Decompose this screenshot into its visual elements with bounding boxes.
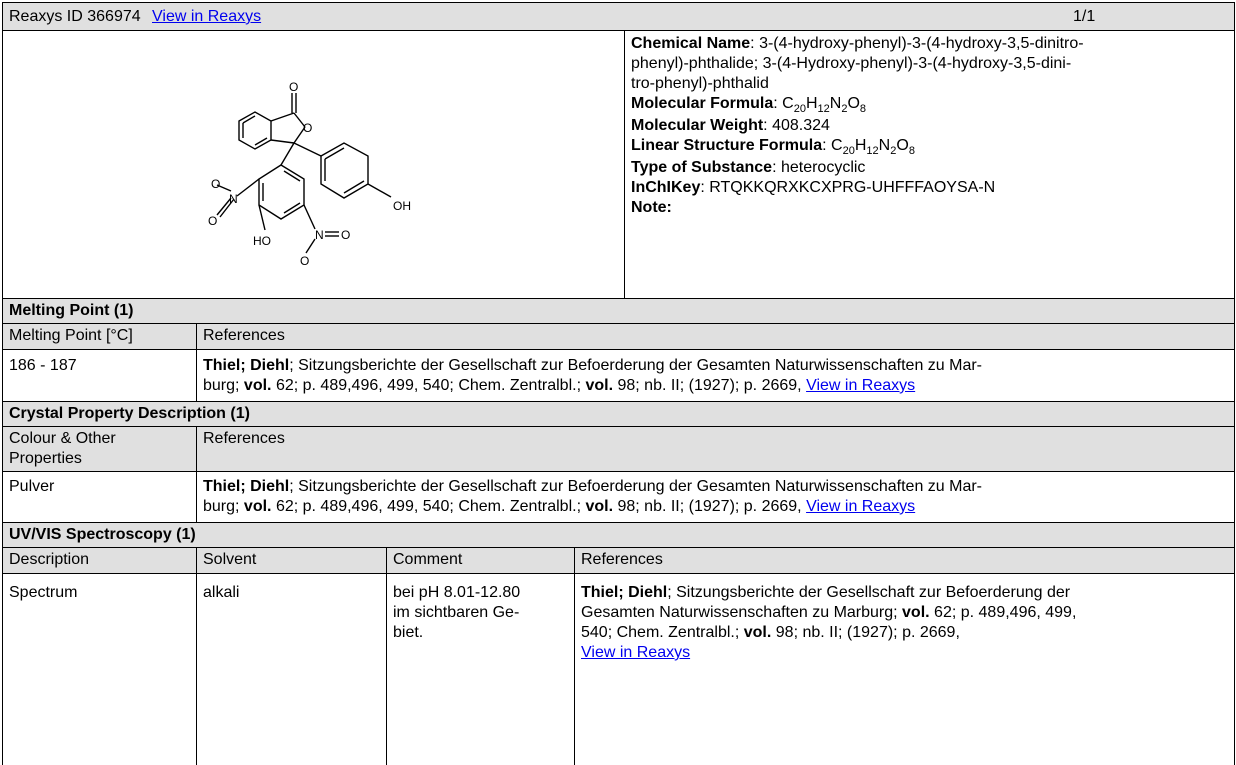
- melting-point-reference: Thiel; Diehl; Sitzungsberichte der Gesel…: [196, 350, 1234, 401]
- atom-nitro-right-n: N: [315, 228, 324, 242]
- pager: 1/1: [1073, 8, 1096, 25]
- crystal-reference: Thiel; Diehl; Sitzungsberichte der Gesel…: [196, 472, 1234, 522]
- record-header: Reaxys ID 366974 View in Reaxys 1/1: [2, 2, 1235, 30]
- uvvis-title: UV/VIS Spectroscopy (1): [9, 526, 196, 543]
- atom-o-ring: O: [303, 121, 312, 135]
- uvvis-col-refs: References: [574, 548, 1234, 573]
- structure-cell: O O OH HO O N O N O O: [3, 31, 624, 298]
- uvvis-data-row: Spectrum alkali bei pH 8.01-12.80 im sic…: [2, 574, 1235, 765]
- uvvis-description: Spectrum: [9, 584, 78, 601]
- atom-oh-right: OH: [393, 199, 411, 213]
- note: Note:: [631, 199, 672, 216]
- melting-point-col-value: Melting Point [°C]: [9, 327, 133, 344]
- uvvis-solvent: alkali: [196, 574, 386, 765]
- uvvis-col-solvent: Solvent: [196, 548, 386, 573]
- uvvis-column-headers: Description Solvent Comment References: [2, 548, 1235, 573]
- molecular-weight: Molecular Weight: 408.324: [631, 117, 830, 134]
- crystal-section-header: Crystal Property Description (1): [2, 402, 1235, 426]
- atom-o-carbonyl: O: [289, 80, 298, 94]
- header-view-in-reaxys-link[interactable]: View in Reaxys: [152, 8, 262, 25]
- compound-properties-cell: Chemical Name: 3-(4-hydroxy-phenyl)-3-(4…: [624, 31, 1234, 298]
- reaxys-id: Reaxys ID 366974: [9, 8, 141, 25]
- compound-row: O O OH HO O N O N O O Chemical Name: 3-(…: [2, 31, 1235, 298]
- crystal-view-in-reaxys-link[interactable]: View in Reaxys: [806, 498, 916, 515]
- inchikey: InChIKey: RTQKKQRXKCXPRG-UHFFFAOYSA-N: [631, 179, 996, 196]
- melting-point-col-refs: References: [196, 324, 1234, 349]
- melting-point-data-row: 186 - 187 Thiel; Diehl; Sitzungsberichte…: [2, 350, 1235, 401]
- linear-structure-formula: Linear Structure Formula: C20H12N2O8: [631, 137, 915, 157]
- uvvis-col-description: Description: [9, 551, 90, 568]
- uvvis-comment: bei pH 8.01-12.80 im sichtbaren Ge- biet…: [386, 574, 574, 765]
- crystal-col-refs: References: [196, 427, 1234, 471]
- uvvis-section-header: UV/VIS Spectroscopy (1): [2, 523, 1235, 547]
- molecule-structure-image: O O OH HO O N O N O O: [208, 80, 411, 268]
- atom-nitro-left-o-top: O: [211, 177, 220, 191]
- melting-point-value: 186 - 187: [9, 357, 77, 374]
- atom-nitro-right-o-bottom: O: [300, 254, 309, 268]
- atom-ho: HO: [253, 234, 271, 248]
- crystal-value: Pulver: [9, 478, 55, 495]
- atom-nitro-left-n: N: [229, 192, 238, 206]
- uvvis-reference: Thiel; Diehl; Sitzungsberichte der Gesel…: [574, 574, 1234, 765]
- crystal-title: Crystal Property Description (1): [9, 405, 250, 422]
- molecular-formula: Molecular Formula: C20H12N2O8: [631, 95, 867, 115]
- melting-point-section-header: Melting Point (1): [2, 299, 1235, 323]
- melting-point-view-in-reaxys-link[interactable]: View in Reaxys: [806, 377, 916, 394]
- type-of-substance: Type of Substance: heterocyclic: [631, 159, 866, 176]
- uvvis-view-in-reaxys-link[interactable]: View in Reaxys: [581, 644, 691, 661]
- melting-point-column-headers: Melting Point [°C] References: [2, 324, 1235, 349]
- atom-nitro-right-o: O: [341, 228, 350, 242]
- chemical-name: Chemical Name: 3-(4-hydroxy-phenyl)-3-(4…: [631, 35, 1084, 92]
- uvvis-col-comment: Comment: [386, 548, 574, 573]
- melting-point-title: Melting Point (1): [9, 302, 134, 319]
- crystal-data-row: Pulver Thiel; Diehl; Sitzungsberichte de…: [2, 472, 1235, 522]
- atom-nitro-left-o-bottom: O: [208, 214, 217, 228]
